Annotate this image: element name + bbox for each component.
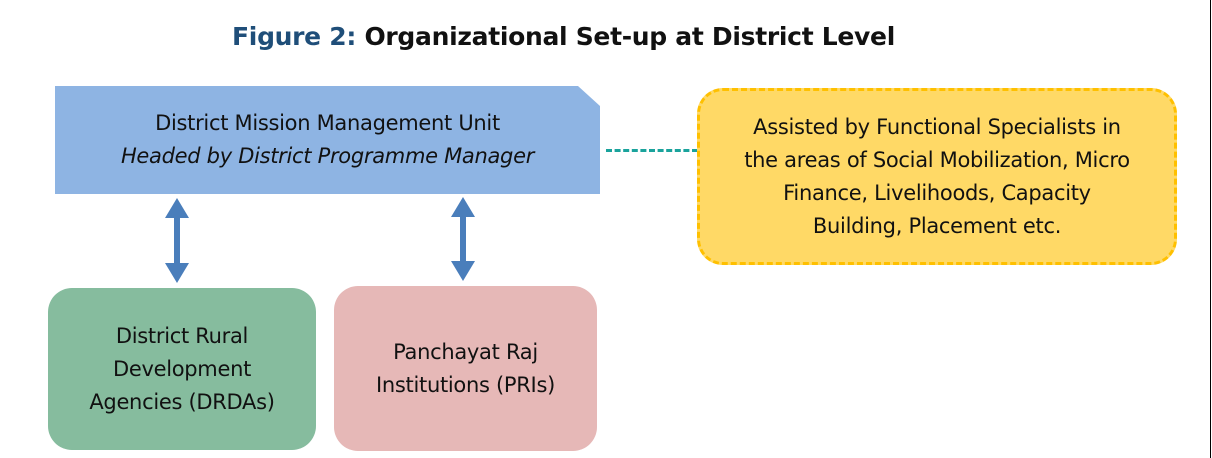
specialists-line-3: Finance, Livelihoods, Capacity	[783, 180, 1091, 205]
dmmu-title: District Mission Management Unit	[155, 111, 500, 135]
pri-line-1: Panchayat Raj	[393, 339, 538, 364]
drda-line-1: District Rural	[115, 323, 249, 348]
figure-label: Figure 2:	[232, 22, 357, 51]
pri-line-2: Institutions (PRIs)	[376, 372, 555, 397]
dmmu-subtitle: Headed by District Programme Manager	[120, 144, 535, 168]
dashed-connector	[606, 149, 698, 152]
specialists-line-1: Assisted by Functional Specialists in	[753, 114, 1121, 139]
figure-title: Figure 2: Organizational Set-up at Distr…	[0, 22, 1127, 51]
double-arrow-icon	[165, 198, 189, 283]
pri-node: Panchayat Raj Institutions (PRIs)	[334, 286, 597, 451]
functional-specialists-node: Assisted by Functional Specialists in th…	[697, 88, 1177, 265]
specialists-line-4: Building, Placement etc.	[812, 213, 1062, 238]
district-mission-management-unit-node: District Mission Management Unit Headed …	[55, 86, 600, 194]
page-edge-divider	[1210, 0, 1211, 458]
specialists-line-2: the areas of Social Mobilization, Micro	[744, 147, 1130, 172]
figure-title-text: Organizational Set-up at District Level	[364, 22, 895, 51]
drda-line-3: Agencies (DRDAs)	[89, 389, 275, 414]
drda-node: District Rural Development Agencies (DRD…	[48, 288, 316, 450]
drda-line-2: Development	[112, 356, 252, 381]
double-arrow-icon	[451, 197, 475, 281]
